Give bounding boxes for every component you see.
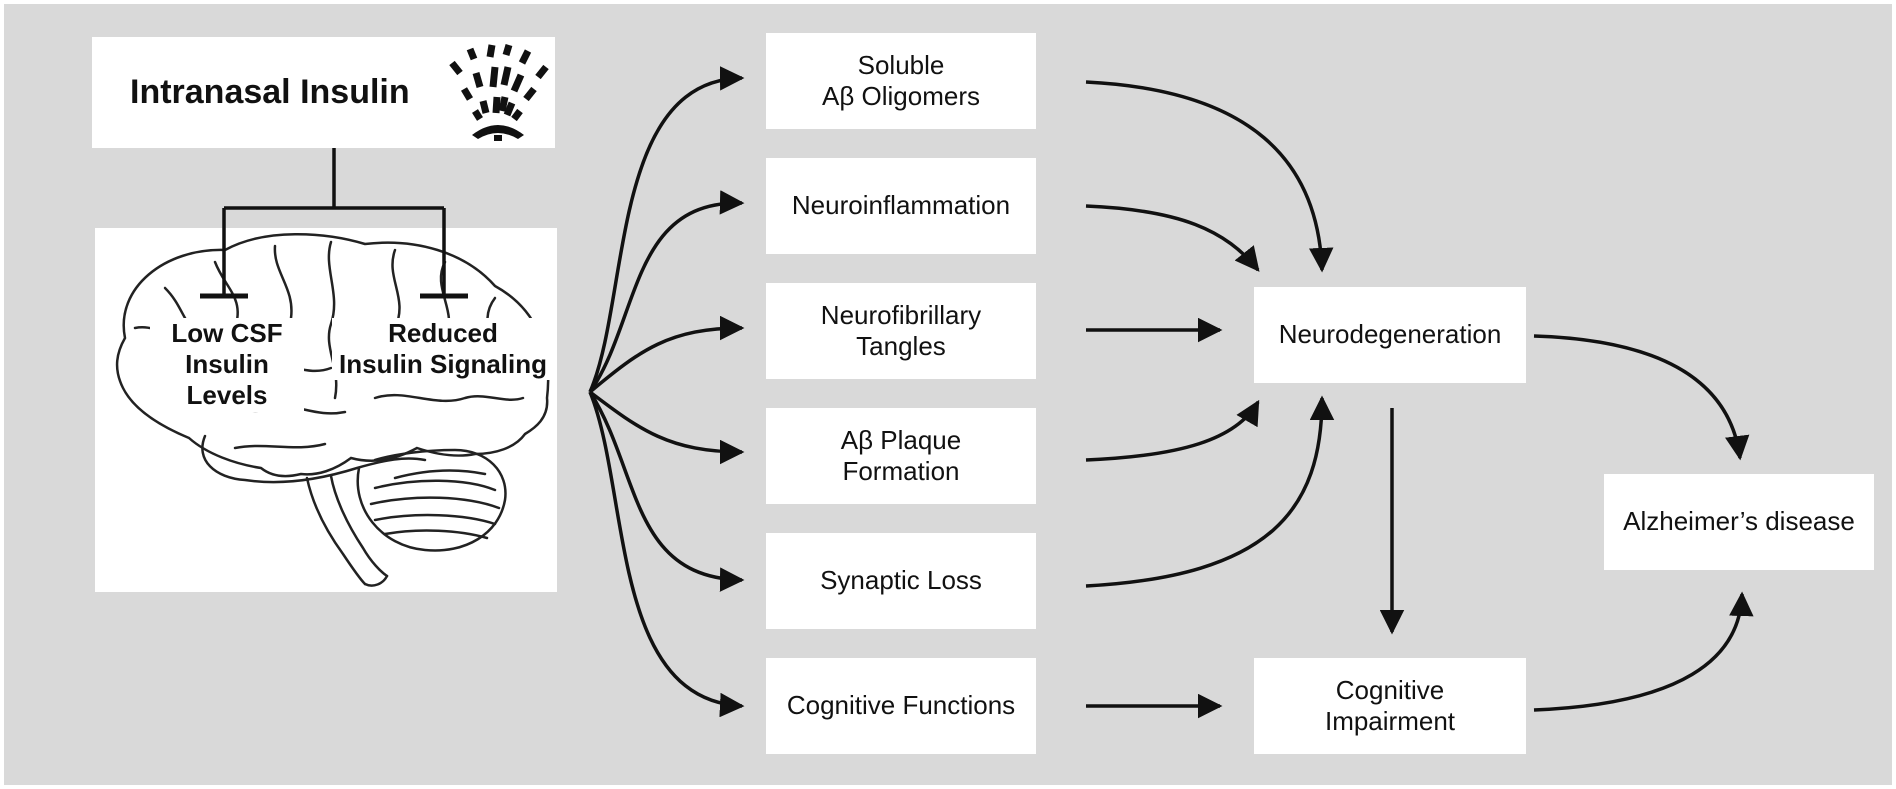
cognitive-impairment-label: Cognitive Impairment [1324, 674, 1456, 736]
intranasal-insulin-label: Intranasal Insulin [130, 73, 410, 112]
arrow-impairment-to-alzheimers [1533, 591, 1754, 712]
cognitive-functions-box: Cognitive Functions [766, 658, 1036, 754]
neurodegeneration-box: Neurodegeneration [1254, 287, 1526, 383]
abeta-plaque-formation-label: Aβ Plaque Formation [840, 424, 962, 486]
soluble-abeta-oligomers-box: Soluble Aβ Oligomers [766, 33, 1036, 129]
arrow-neuroinflammation-to-neurodegeneration [1085, 204, 1260, 272]
synaptic-loss-box: Synaptic Loss [766, 533, 1036, 629]
soluble-abeta-oligomers-label: Soluble Aβ Oligomers [822, 49, 980, 111]
intranasal-insulin-box: Intranasal Insulin [92, 37, 555, 148]
alzheimers-disease-box: Alzheimer’s disease [1604, 474, 1874, 570]
synaptic-loss-label: Synaptic Loss [820, 565, 982, 596]
arrow-to-oligomers [588, 66, 745, 393]
reduced-insulin-signaling-label: Reduced Insulin Signaling [332, 318, 554, 381]
neurofibrillary-tangles-label: Neurofibrillary Tangles [820, 299, 982, 361]
arrow-to-plaque [588, 390, 745, 465]
arrow-to-tangles [588, 315, 745, 394]
arrow-to-cognitive-functions [588, 391, 745, 718]
spray-icon [449, 43, 549, 141]
arrow-to-synaptic-loss [588, 391, 745, 592]
arrow-oligomers-to-neurodegeneration [1085, 80, 1334, 273]
low-csf-insulin-label: Low CSF Insulin Levels [150, 318, 304, 412]
neurofibrillary-tangles-box: Neurofibrillary Tangles [766, 283, 1036, 379]
arrow-plaque-to-neurodegeneration [1085, 399, 1260, 462]
abeta-plaque-formation-box: Aβ Plaque Formation [766, 408, 1036, 504]
arrow-to-neuroinflammation [588, 190, 745, 393]
neuroinflammation-box: Neuroinflammation [766, 158, 1036, 254]
cognitive-functions-label: Cognitive Functions [786, 690, 1016, 721]
arrow-neurodegeneration-to-alzheimers [1533, 334, 1750, 461]
neuroinflammation-label: Neuroinflammation [791, 190, 1011, 221]
alzheimers-disease-label: Alzheimer’s disease [1623, 506, 1855, 537]
neurodegeneration-label: Neurodegeneration [1278, 319, 1502, 350]
cognitive-impairment-box: Cognitive Impairment [1254, 658, 1526, 754]
arrow-synaptic-loss-to-neurodegeneration [1085, 395, 1335, 588]
